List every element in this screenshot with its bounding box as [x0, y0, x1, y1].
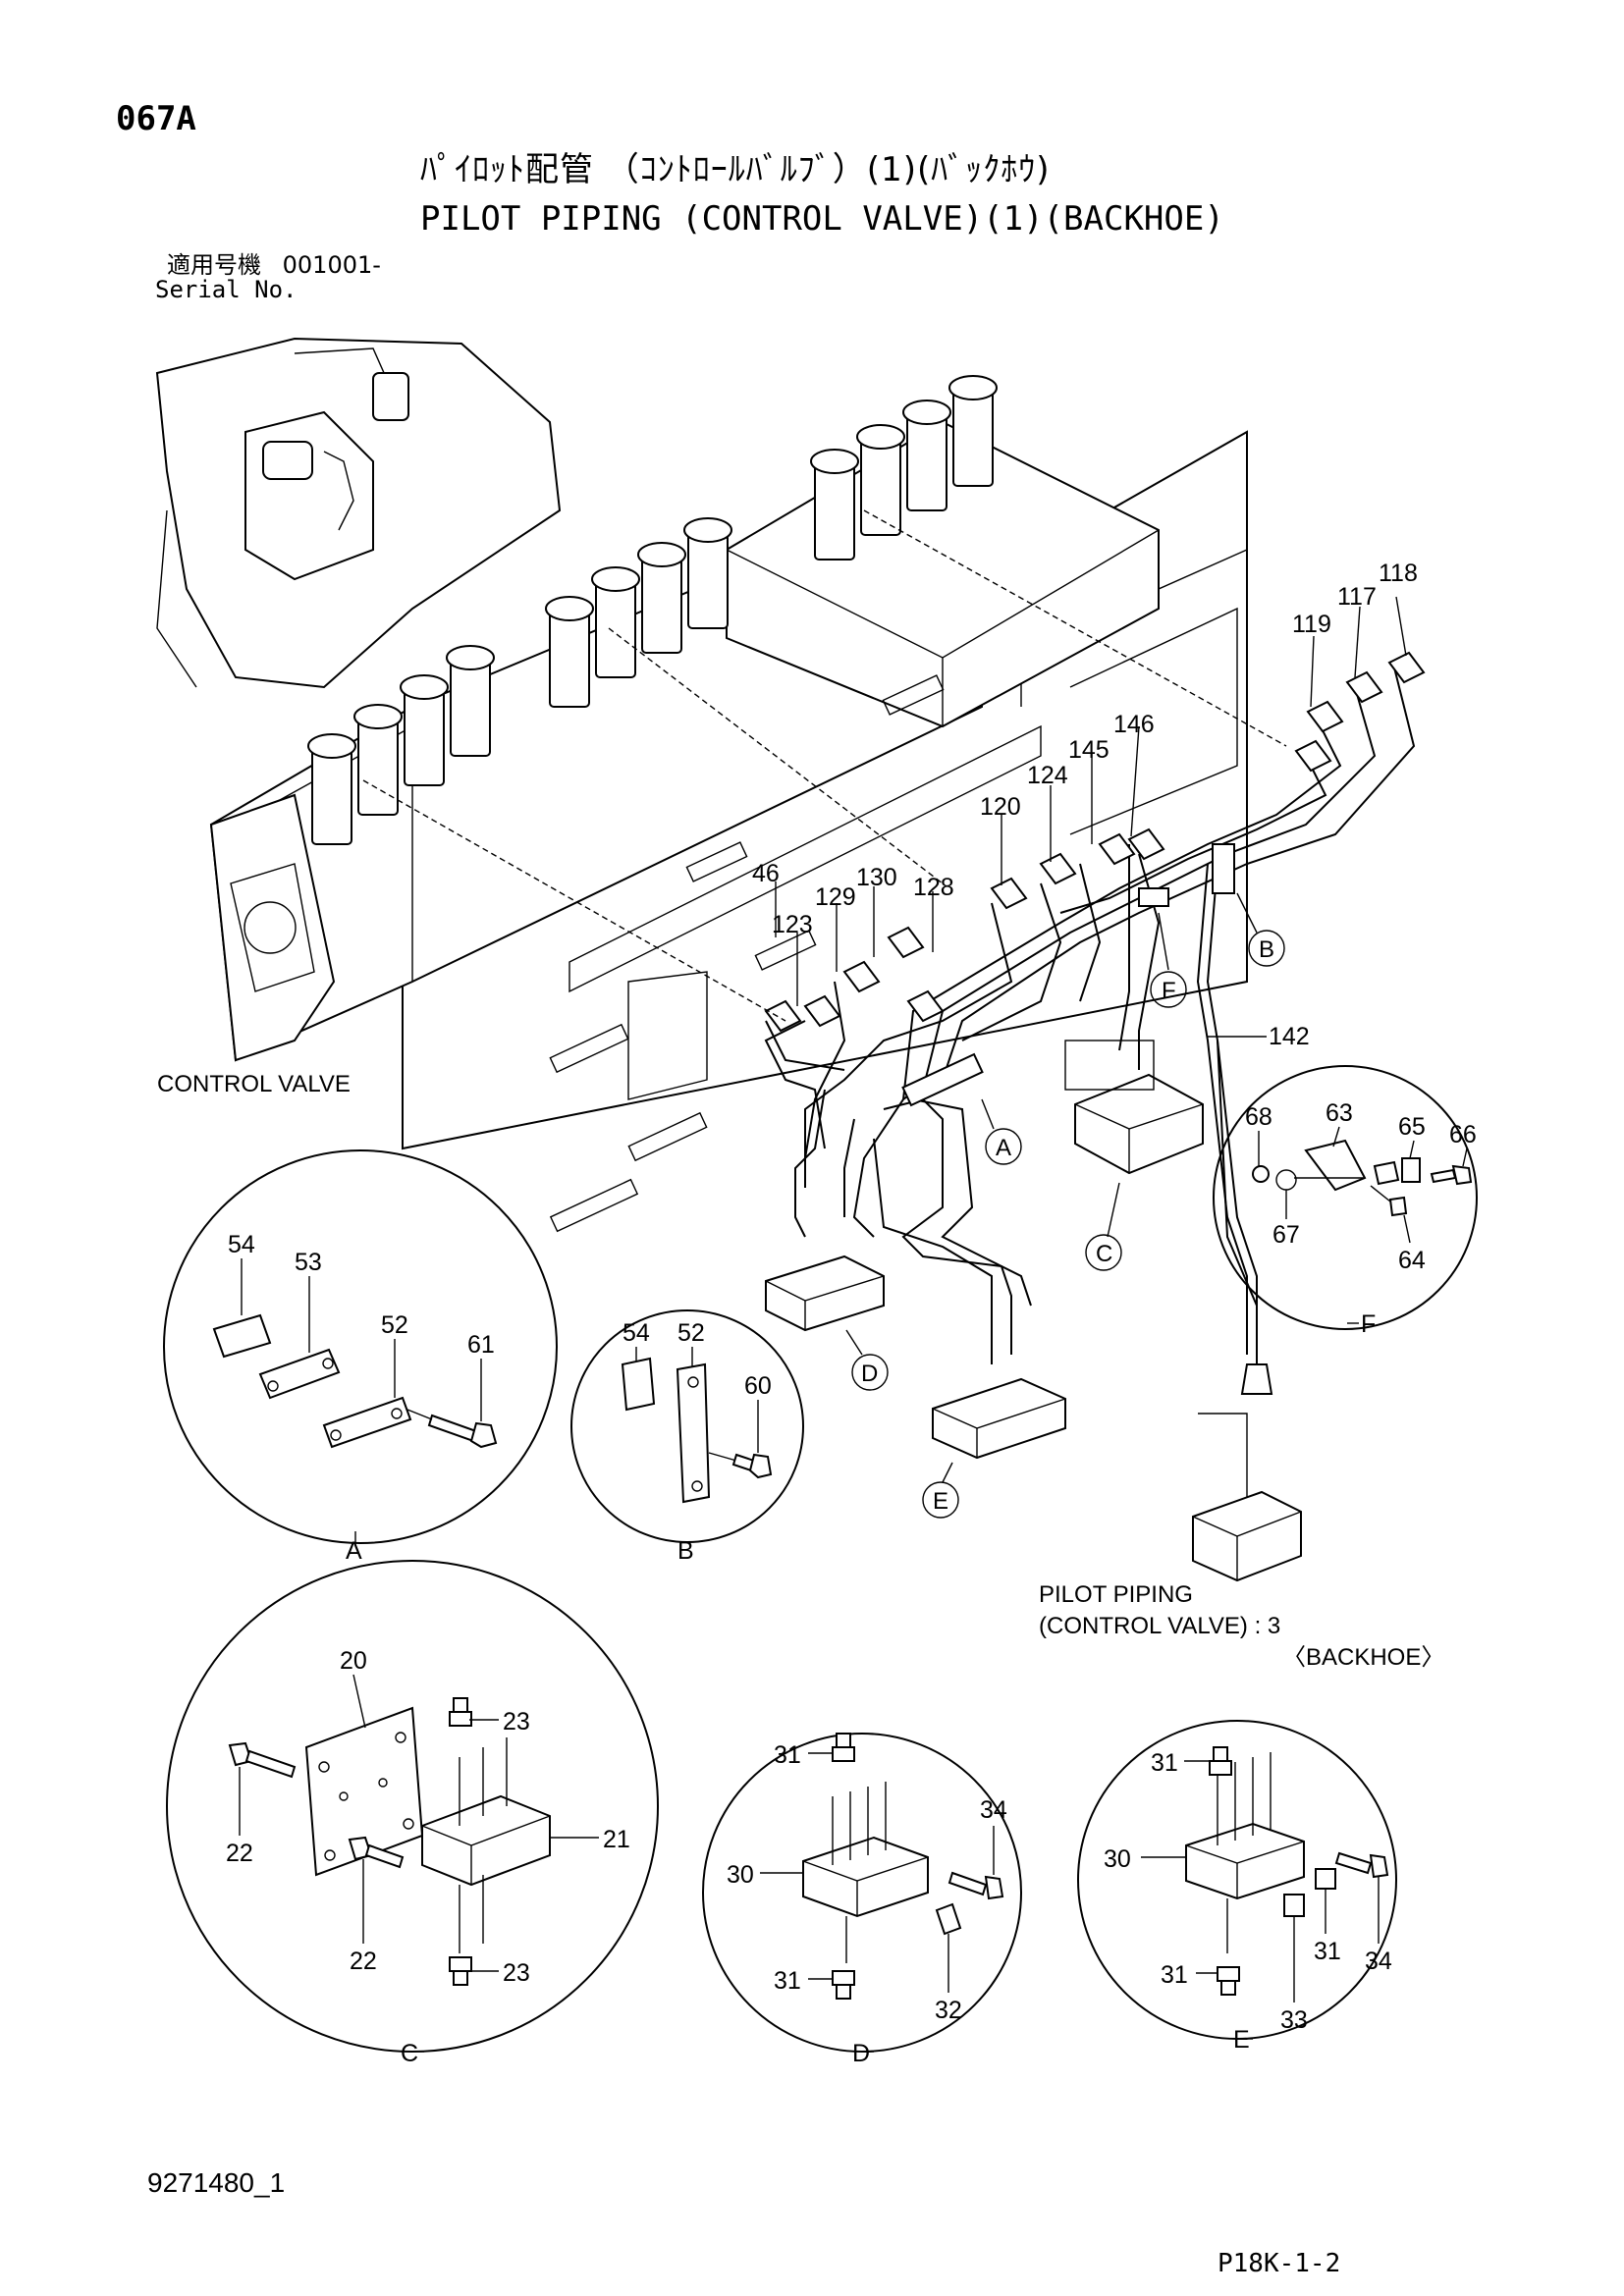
- callout-130: 130: [856, 864, 897, 891]
- callout-120: 120: [980, 793, 1021, 821]
- detail-d-part-31-bottom: 31: [774, 1967, 801, 1995]
- detail-a-part-53: 53: [295, 1249, 322, 1276]
- detail-f: [1213, 1065, 1478, 1330]
- marker-f: F: [1162, 978, 1176, 1004]
- detail-d-letter: D: [852, 2040, 870, 2067]
- main-assembly: [155, 337, 1426, 1582]
- callout-146: 146: [1113, 711, 1155, 738]
- detail-d-part-31-top: 31: [774, 1741, 801, 1769]
- marker-d: D: [861, 1361, 878, 1387]
- detail-f-part-68: 68: [1245, 1103, 1272, 1131]
- detail-f-part-65: 65: [1398, 1113, 1426, 1141]
- marker-a: A: [996, 1135, 1011, 1161]
- marker-b: B: [1259, 936, 1274, 963]
- serial-range: 適用号機 001001-: [167, 253, 381, 277]
- callout-119: 119: [1292, 611, 1331, 638]
- detail-b-part-52: 52: [677, 1319, 705, 1347]
- marker-e: E: [933, 1488, 948, 1515]
- page-title-japanese: ﾊﾟｲﾛｯﾄ配管 （ｺﾝﾄﾛｰﾙﾊﾞﾙﾌﾞ）(1)(ﾊﾞｯｸﾎｳ): [420, 150, 1051, 189]
- detail-d-part-34: 34: [980, 1796, 1007, 1824]
- detail-e-part-33: 33: [1280, 2006, 1308, 2034]
- page-code: P18K-1-2: [1218, 2249, 1341, 2278]
- detail-a-labels: 54 53 52 61 A: [228, 1231, 495, 1565]
- detail-d-labels: 31 34 30 31 32 D: [727, 1741, 1007, 2067]
- callout-129: 129: [815, 883, 856, 911]
- detail-d-part-30: 30: [727, 1861, 754, 1889]
- detail-c-part-22-bottom: 22: [350, 1948, 377, 1975]
- detail-e-part-31-bottom: 31: [1161, 1961, 1188, 1989]
- callout-128: 128: [913, 874, 954, 901]
- detail-e-part-31-right: 31: [1314, 1938, 1341, 1965]
- detail-a-part-52: 52: [381, 1311, 408, 1339]
- detail-e-letter: E: [1233, 2026, 1250, 2054]
- main-callouts: 118 117 119 146 145 124 120 46 130 129 1…: [752, 560, 1418, 1050]
- detail-f-part-67: 67: [1272, 1221, 1300, 1249]
- reference-note-line-3: 〈BACKHOE〉: [1282, 1644, 1444, 1671]
- detail-c-part-23-bottom: 23: [503, 1959, 530, 1987]
- callout-123: 123: [772, 911, 813, 938]
- serial-label-japanese: 適用号機: [167, 251, 261, 279]
- page-title: PILOT PIPING (CONTROL VALVE)(1)(BACKHOE): [420, 199, 1224, 239]
- detail-b-part-60: 60: [744, 1372, 772, 1400]
- serial-label: Serial No.: [155, 276, 298, 303]
- main-callout-leaders: [775, 596, 1407, 1038]
- detail-a-letter: A: [346, 1537, 362, 1565]
- callout-118: 118: [1379, 560, 1418, 587]
- detail-c-part-20: 20: [340, 1647, 367, 1675]
- detail-a-part-54: 54: [228, 1231, 255, 1258]
- detail-e: [1077, 1720, 1397, 2040]
- detail-e-labels: 31 30 34 31 33 31 E: [1104, 1749, 1392, 2054]
- detail-c-letter: C: [401, 2040, 418, 2067]
- detail-f-labels: 68 63 65 66 67 64 F: [1245, 1099, 1477, 1338]
- document-number: 9271480_1: [147, 2167, 286, 2198]
- detail-a: [163, 1149, 558, 1544]
- detail-b-part-54: 54: [623, 1319, 650, 1347]
- detail-f-letter: F: [1361, 1310, 1376, 1338]
- reference-note: PILOT PIPING (CONTROL VALVE) : 3 〈BACKHO…: [1039, 1581, 1444, 1671]
- detail-c-part-21: 21: [603, 1826, 630, 1853]
- callout-46: 46: [752, 860, 780, 887]
- reference-markers: A B C D E F: [845, 892, 1285, 1519]
- callout-145: 145: [1068, 736, 1110, 764]
- sheet-id: 067A: [116, 99, 196, 138]
- detail-a-part-61: 61: [467, 1331, 495, 1359]
- detail-e-part-31-top: 31: [1151, 1749, 1178, 1777]
- reference-note-line-1: PILOT PIPING: [1039, 1581, 1193, 1608]
- callout-124: 124: [1027, 762, 1068, 789]
- detail-f-part-66: 66: [1449, 1121, 1477, 1148]
- detail-c-part-23-top: 23: [503, 1708, 530, 1735]
- detail-c-part-22-left: 22: [226, 1840, 253, 1867]
- detail-c: [166, 1560, 659, 2053]
- detail-d: [702, 1733, 1022, 2053]
- detail-e-part-34: 34: [1365, 1948, 1392, 1975]
- control-valve-label: CONTROL VALVE: [157, 1071, 351, 1097]
- detail-c-labels: 20 23 22 21 22 23 C: [226, 1647, 630, 2067]
- marker-c: C: [1096, 1241, 1112, 1267]
- callout-142: 142: [1269, 1023, 1310, 1050]
- detail-b-letter: B: [677, 1537, 694, 1565]
- serial-value: 001001-: [282, 251, 381, 279]
- detail-b-labels: 54 52 60 B: [623, 1319, 772, 1565]
- detail-b: [570, 1309, 804, 1543]
- detail-f-part-64: 64: [1398, 1247, 1426, 1274]
- detail-d-part-32: 32: [935, 1997, 962, 2024]
- detail-e-part-30: 30: [1104, 1845, 1131, 1873]
- detail-f-part-63: 63: [1326, 1099, 1353, 1127]
- callout-117: 117: [1337, 583, 1377, 611]
- reference-note-line-2: (CONTROL VALVE) : 3: [1039, 1613, 1280, 1639]
